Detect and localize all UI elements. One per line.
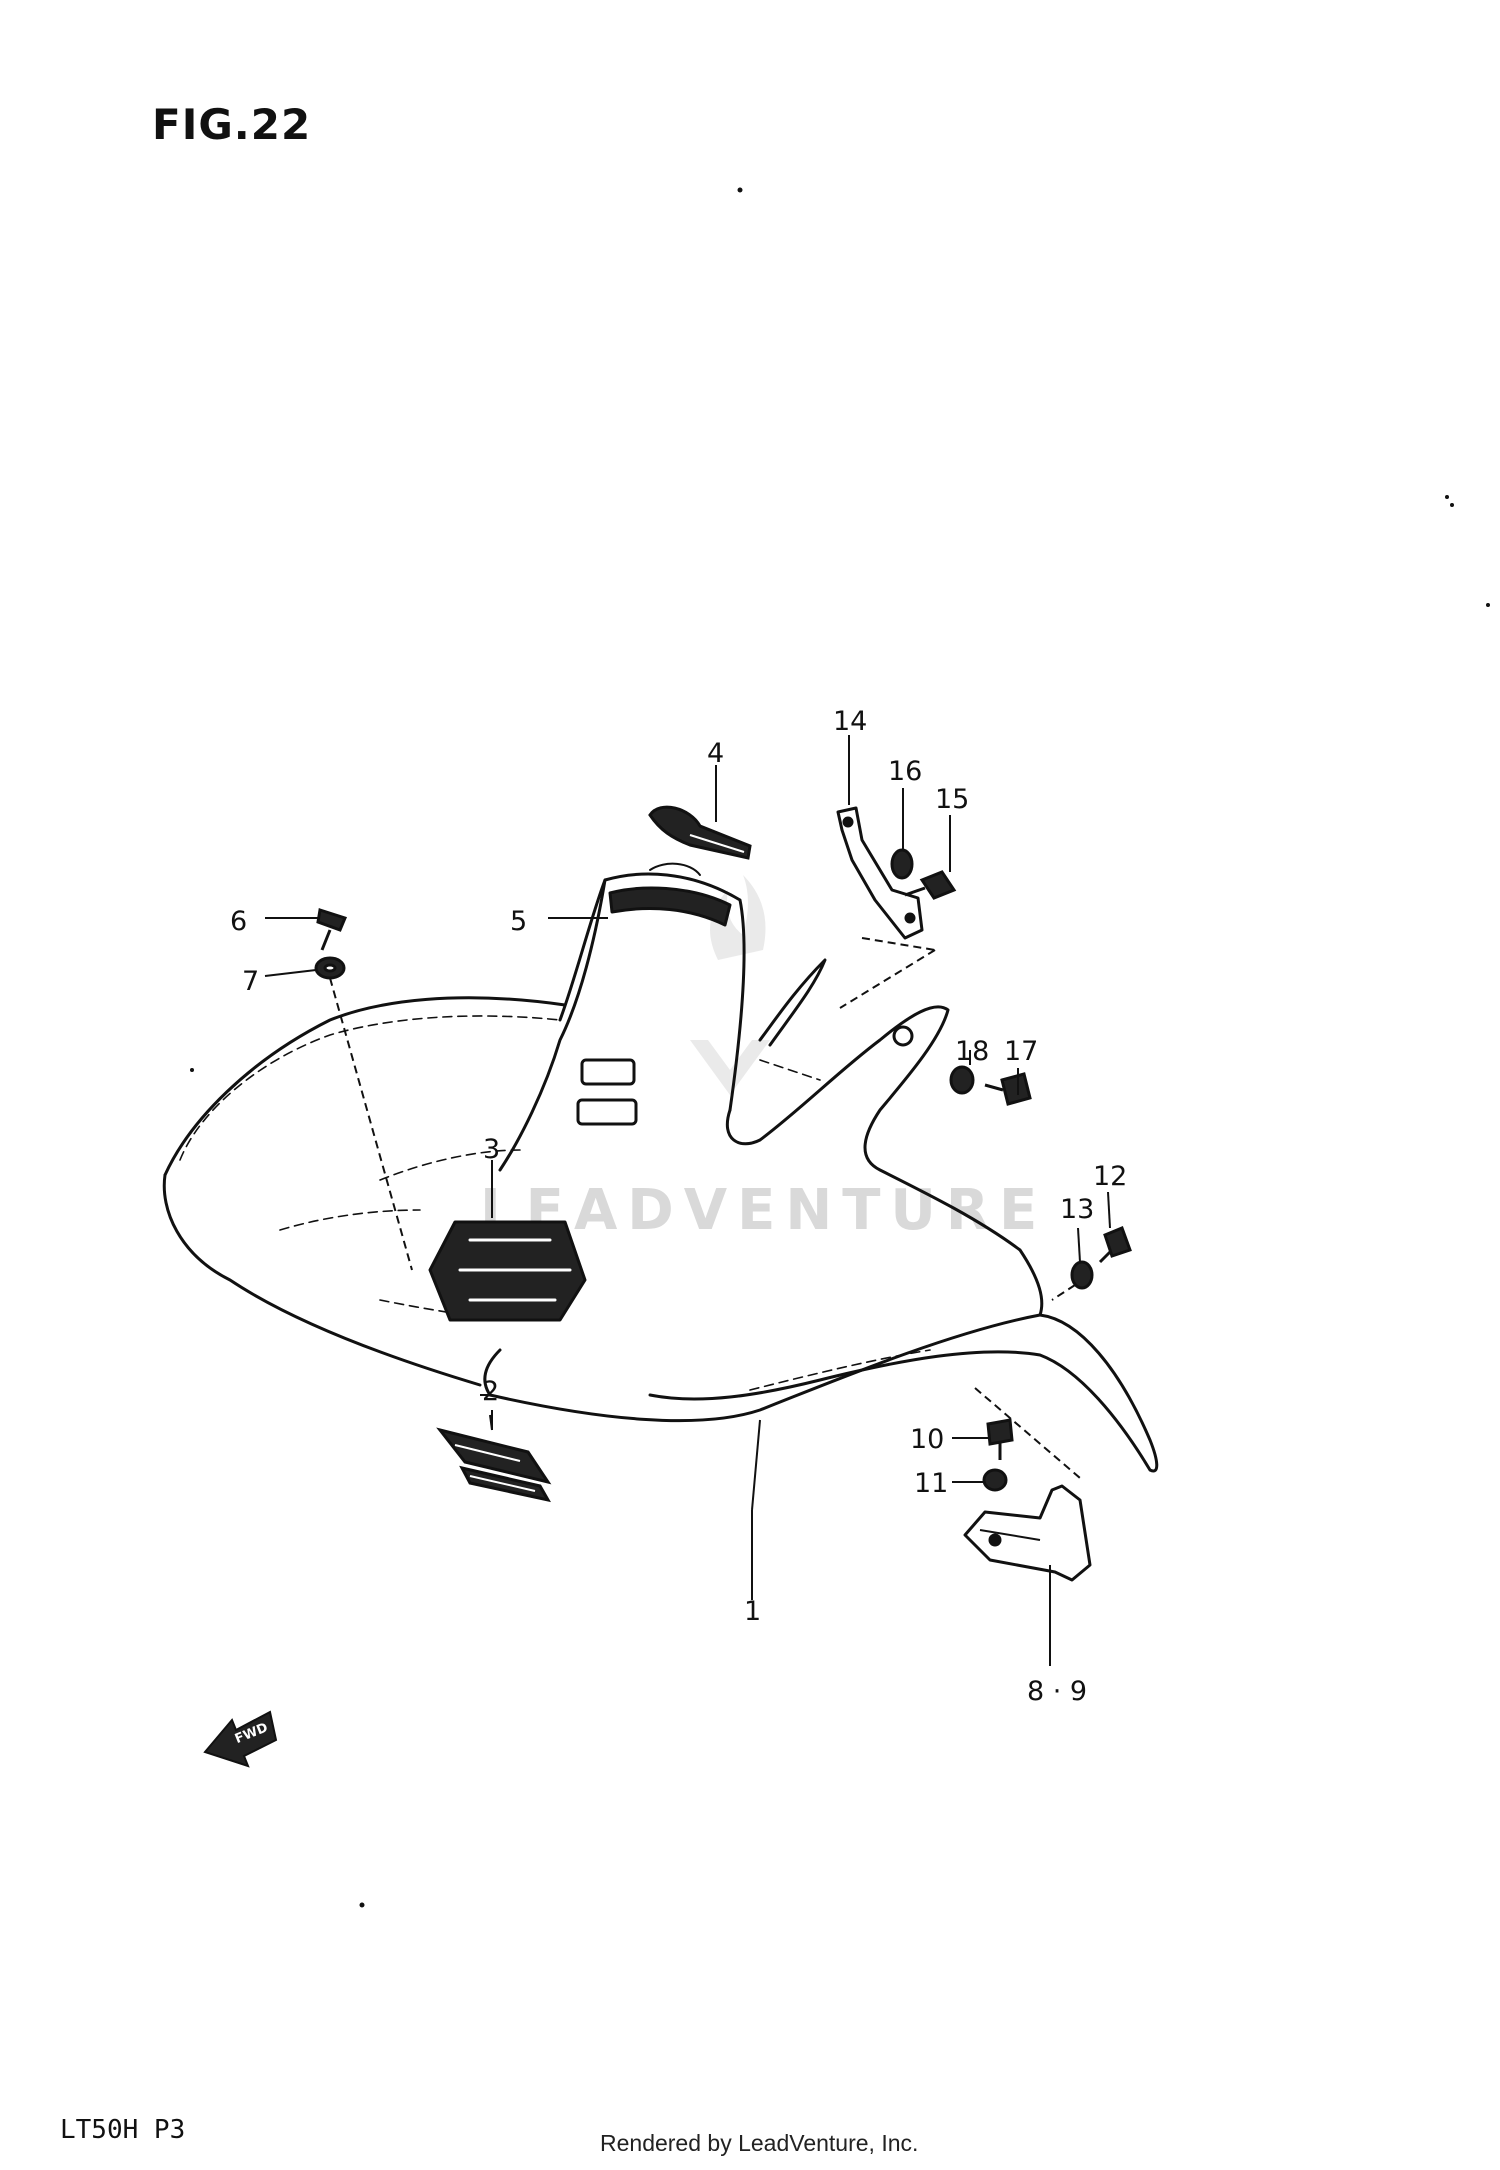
callout-8-9: 8 · 9	[1027, 1676, 1087, 1707]
callout-17: 17	[1004, 1036, 1038, 1067]
part-10-bolt	[986, 1418, 1014, 1460]
callout-14: 14	[833, 706, 867, 737]
callout-1: 1	[744, 1596, 761, 1627]
callout-2: 2	[482, 1376, 499, 1407]
callout-4: 4	[707, 738, 724, 769]
part-4-trim	[648, 805, 752, 860]
part-7-washer	[314, 956, 346, 980]
watermark-text: LEADVENTURE	[480, 1178, 1048, 1243]
callout-13: 13	[1060, 1194, 1094, 1225]
callouts: 1 2 3 4 5 6 7 8 · 9 10 11 12 13 14 15 16…	[230, 706, 1127, 1707]
fwd-arrow-icon: FWD	[203, 1710, 278, 1768]
leadventure-logo-icon	[690, 875, 770, 1095]
part-18-nut	[949, 1065, 975, 1095]
part-2-emblem	[436, 1427, 552, 1503]
hardware	[314, 848, 1132, 1492]
part-14-bracket	[836, 806, 924, 940]
figure-title: FIG.22	[152, 100, 312, 149]
fender-body	[162, 862, 1159, 1473]
part-17-bolt	[984, 1072, 1032, 1106]
callout-12: 12	[1093, 1161, 1127, 1192]
part-11-nut	[982, 1468, 1008, 1492]
callout-10: 10	[910, 1424, 944, 1455]
callout-16: 16	[888, 756, 922, 787]
callout-11: 11	[914, 1468, 948, 1499]
part-13-washer	[1070, 1260, 1094, 1290]
part-16-nut	[890, 848, 914, 880]
scan-specks	[190, 187, 1490, 1908]
leader-lines	[264, 735, 1111, 1666]
callout-18: 18	[955, 1036, 989, 1067]
callout-5: 5	[510, 906, 527, 937]
part-6-bolt	[316, 908, 348, 951]
callout-3: 3	[483, 1134, 500, 1165]
part-12-bolt	[1098, 1226, 1132, 1264]
part-15-bolt	[904, 870, 957, 900]
render-credit: Rendered by LeadVenture, Inc.	[600, 2130, 919, 2156]
callout-15: 15	[935, 784, 969, 815]
part-8-9-bracket	[963, 1484, 1092, 1582]
callout-7: 7	[242, 966, 259, 997]
model-code: LT50H P3	[60, 2115, 186, 2145]
callout-6: 6	[230, 906, 247, 937]
